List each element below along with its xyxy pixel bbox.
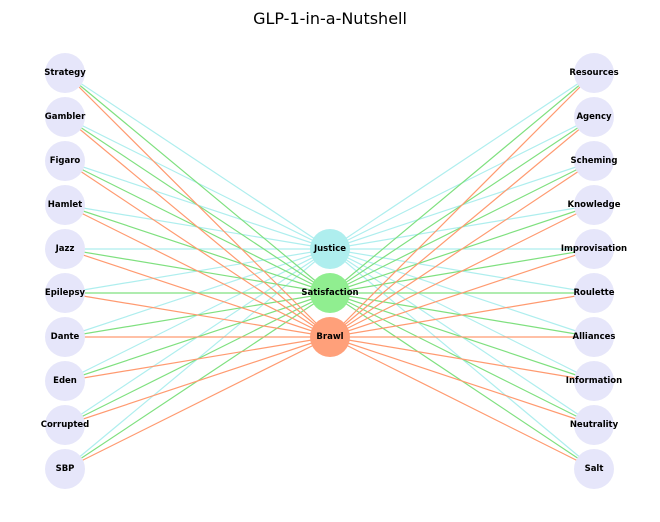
edge-brawl-information — [329, 336, 595, 382]
node-label: Alliances — [573, 332, 616, 342]
edge-brawl-gambler — [64, 116, 331, 338]
node-justice: Justice — [310, 229, 350, 269]
node-circle — [574, 141, 614, 181]
node-circle — [574, 97, 614, 137]
node-label: Neutrality — [570, 420, 619, 430]
node-gambler: Gambler — [45, 97, 86, 137]
node-circle — [45, 317, 85, 357]
node-circle — [45, 273, 85, 313]
node-circle — [45, 185, 85, 225]
node-circle — [45, 53, 85, 93]
edge-brawl-corrupted — [64, 336, 331, 426]
node-satisfaction: Satisfaction — [301, 273, 359, 313]
edge-brawl-jazz — [64, 248, 331, 338]
node-label: Brawl — [316, 332, 343, 342]
node-label: Jazz — [55, 244, 75, 254]
node-circle — [574, 317, 614, 357]
node-circle — [574, 185, 614, 225]
node-scheming: Scheming — [571, 141, 618, 181]
edge-brawl-strategy — [64, 72, 331, 338]
node-label: Agency — [576, 112, 612, 122]
node-label: Hamlet — [48, 200, 82, 210]
node-label: Information — [566, 376, 622, 386]
node-neutrality: Neutrality — [570, 405, 619, 445]
node-circle — [310, 229, 350, 269]
node-circle — [45, 405, 85, 445]
edge-brawl-epilepsy — [64, 292, 331, 338]
nodes-layer: StrategyGamblerFigaroHamletJazzEpilepsyD… — [41, 53, 627, 489]
node-circle — [574, 361, 614, 401]
node-circle — [574, 53, 614, 93]
node-dante: Dante — [45, 317, 85, 357]
node-jazz: Jazz — [45, 229, 85, 269]
node-circle — [45, 449, 85, 489]
node-circle — [574, 273, 614, 313]
node-agency: Agency — [574, 97, 614, 137]
node-label: Gambler — [45, 112, 86, 122]
node-improvisation: Improvisation — [561, 229, 627, 269]
edge-brawl-improvisation — [329, 248, 595, 338]
node-strategy: Strategy — [44, 53, 86, 93]
edge-brawl-salt — [329, 336, 595, 470]
edge-brawl-figaro — [64, 160, 331, 338]
edge-satisfaction-resources — [329, 72, 595, 294]
edge-brawl-sbp — [64, 336, 331, 470]
node-label: Dante — [51, 332, 80, 342]
edge-brawl-knowledge — [329, 204, 595, 338]
node-circle — [45, 97, 85, 137]
node-circle — [45, 361, 85, 401]
edge-justice-resources — [329, 72, 595, 250]
node-resources: Resources — [569, 53, 619, 93]
node-label: Strategy — [44, 68, 86, 78]
node-label: Corrupted — [41, 420, 90, 430]
node-label: Epilepsy — [45, 288, 86, 298]
node-knowledge: Knowledge — [568, 185, 621, 225]
node-epilepsy: Epilepsy — [45, 273, 86, 313]
diagram-title: GLP-1-in-a-Nutshell — [253, 9, 407, 28]
node-alliances: Alliances — [573, 317, 616, 357]
node-label: Eden — [53, 376, 77, 386]
edge-brawl-hamlet — [64, 204, 331, 338]
node-circle — [310, 317, 350, 357]
node-circle — [45, 229, 85, 269]
node-label: Figaro — [50, 156, 81, 166]
node-eden: Eden — [45, 361, 85, 401]
node-circle — [310, 273, 350, 313]
node-salt: Salt — [574, 449, 614, 489]
edge-justice-strategy — [64, 72, 331, 250]
node-label: Scheming — [571, 156, 618, 166]
edge-brawl-scheming — [329, 160, 595, 338]
node-sbp: SBP — [45, 449, 85, 489]
edge-satisfaction-strategy — [64, 72, 331, 294]
node-label: Resources — [569, 68, 618, 78]
node-label: Salt — [585, 464, 604, 474]
node-circle — [574, 229, 614, 269]
node-label: Improvisation — [561, 244, 627, 254]
node-circle — [574, 405, 614, 445]
node-corrupted: Corrupted — [41, 405, 90, 445]
edge-brawl-resources — [329, 72, 595, 338]
node-label: Roulette — [573, 288, 614, 298]
node-circle — [45, 141, 85, 181]
node-roulette: Roulette — [573, 273, 615, 313]
edge-brawl-eden — [64, 336, 331, 382]
node-label: Satisfaction — [301, 288, 358, 298]
edge-brawl-neutrality — [329, 336, 595, 426]
edge-brawl-roulette — [329, 292, 595, 338]
node-figaro: Figaro — [45, 141, 85, 181]
node-label: Justice — [313, 244, 346, 254]
node-label: Knowledge — [568, 200, 621, 210]
edges-layer — [64, 72, 595, 470]
node-hamlet: Hamlet — [45, 185, 85, 225]
node-brawl: Brawl — [310, 317, 350, 357]
node-circle — [574, 449, 614, 489]
edge-brawl-agency — [329, 116, 595, 338]
node-label: SBP — [56, 464, 75, 474]
node-information: Information — [566, 361, 622, 401]
